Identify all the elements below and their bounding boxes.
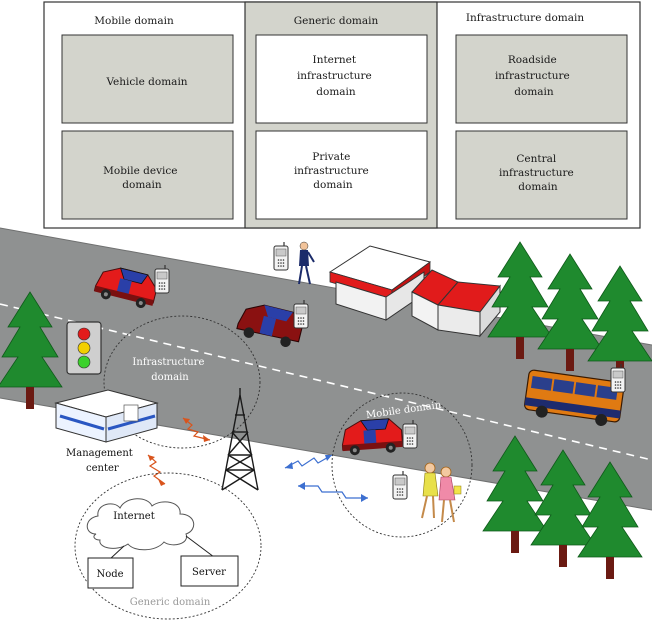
node-label: Node	[96, 569, 123, 580]
house-icon	[328, 245, 432, 321]
wireless-link-arrow	[147, 454, 166, 485]
person-icon	[421, 462, 439, 519]
infrastructure-domain-header: Infrastructure domain	[466, 12, 585, 24]
vehicle-domain-box	[61, 34, 234, 124]
phone-icon	[610, 363, 626, 393]
domain-table: Mobile domain Vehicle domain Mobile devi…	[43, 1, 641, 229]
server-label: Server	[192, 567, 226, 578]
phone-icon	[402, 419, 418, 449]
wireless-link-arrow	[298, 485, 368, 499]
person-icon	[298, 241, 315, 285]
central-infrastructure-domain-label: Central infrastructure domain	[499, 153, 577, 193]
infrastructure-domain-scene-label: Infrastructure domain	[132, 357, 207, 383]
traffic-light-icon	[66, 321, 102, 375]
mobile-domain-header: Mobile domain	[94, 15, 174, 27]
generic-domain-boundary	[74, 472, 262, 620]
node-box	[87, 557, 134, 589]
internet-infrastructure-domain-label: Internet infrastructure domain	[297, 54, 375, 98]
server-box	[180, 555, 239, 587]
wireless-link-arrow	[182, 417, 211, 441]
car-icon	[236, 304, 303, 348]
central-infrastructure-domain-box	[455, 130, 628, 220]
management-center-label: Management center	[66, 448, 136, 474]
mobile-device-domain-box	[61, 130, 234, 220]
internet-label: Internet	[113, 511, 154, 522]
person-icon	[438, 466, 462, 523]
phone-icon	[273, 241, 289, 271]
roadside-infrastructure-domain-label: Roadside infrastructure domain	[495, 54, 573, 98]
house-icon	[411, 269, 501, 338]
phone-icon	[293, 299, 309, 329]
phone-icon	[392, 470, 408, 500]
infrastructure-domain-boundary	[103, 315, 261, 449]
mobile-domain-boundary	[331, 392, 473, 538]
tower-icon	[221, 388, 259, 491]
connection-line	[109, 545, 125, 560]
roadside-infrastructure-domain-box	[455, 34, 628, 124]
connection-line	[185, 535, 215, 558]
mobile-device-domain-label: Mobile device domain	[103, 165, 181, 191]
vehicle-domain-label: Vehicle domain	[105, 76, 187, 88]
wireless-link-arrow	[284, 454, 333, 469]
generic-domain-scene-label: Generic domain	[130, 597, 211, 608]
generic-domain-header: Generic domain	[294, 15, 379, 27]
management-center-icon	[54, 389, 159, 443]
phone-icon	[154, 264, 170, 294]
private-infrastructure-domain-label: Private infrastructure domain	[294, 151, 372, 191]
internet-infrastructure-domain-box	[255, 34, 428, 124]
cloud-icon	[86, 498, 195, 551]
private-infrastructure-domain-box	[255, 130, 428, 220]
